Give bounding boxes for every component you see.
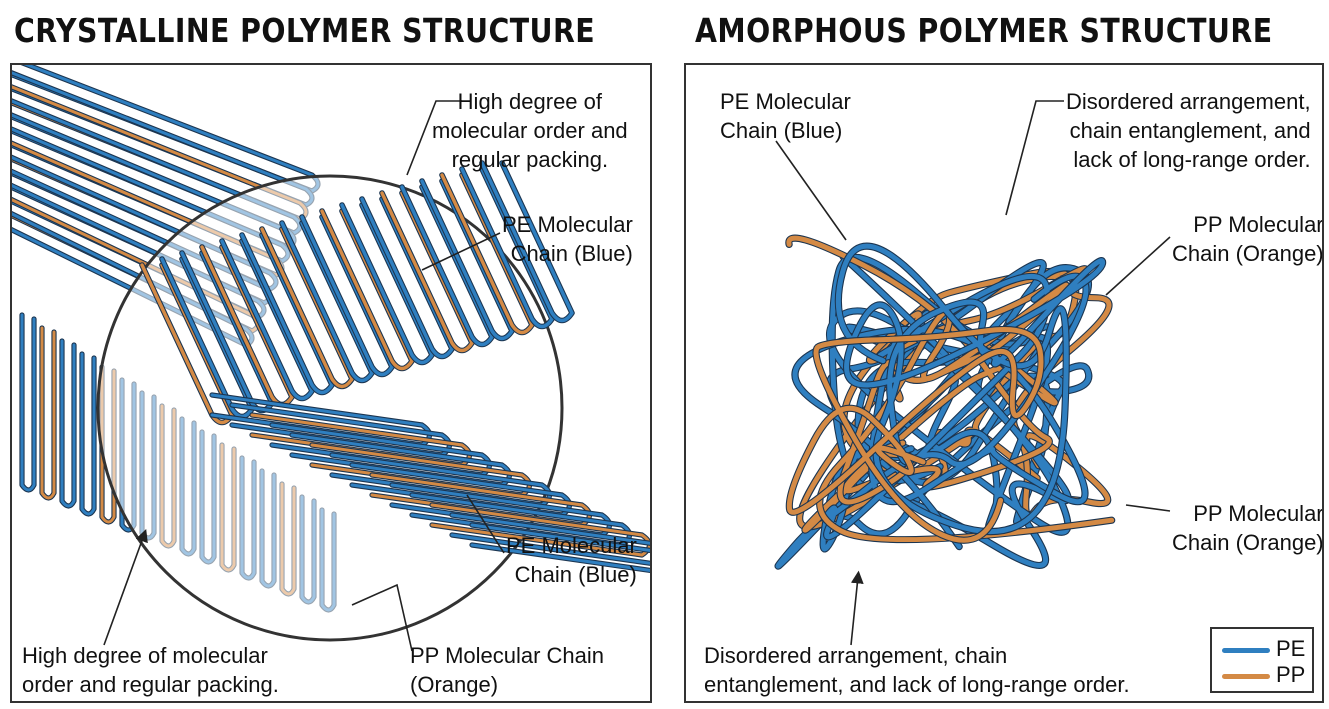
pe-swatch: [1222, 648, 1270, 653]
legend-pp: PP: [1220, 662, 1310, 687]
pp-leader-top: [1105, 236, 1171, 296]
zoomed-upper-chain: [300, 215, 394, 377]
crystalline-illustration: [12, 65, 650, 652]
pe-leader: [775, 140, 847, 241]
pp-leader: [351, 583, 413, 652]
crystalline-title: CRYSTALLINE POLYMER STRUCTURE: [14, 11, 596, 50]
zoomed-upper-chain: [480, 161, 574, 323]
disorder-leader-bottom: [850, 570, 864, 646]
zoomed-upper-chain: [440, 173, 534, 335]
lower-chain-outline: [79, 351, 97, 517]
zoomed-upper-chain: [320, 209, 414, 371]
zoomed-lower-lamella: [209, 392, 650, 574]
amorphous-panel: PE Molecular Chain (Blue) Disordered arr…: [684, 63, 1324, 703]
pe-leader-bottom: [466, 494, 505, 554]
lower-chain: [60, 339, 76, 508]
pe-chain: [835, 243, 1106, 535]
pe-chain-label-bottom: PE Molecular Chain (Blue): [506, 533, 637, 587]
disorder-label-bottom: Disordered arrangement, chain entangleme…: [704, 643, 1130, 697]
crystalline-panel: High degree of molecular order and regul…: [10, 63, 652, 703]
background-chain: [12, 65, 320, 193]
lower-chain: [20, 313, 36, 492]
pp-chain-label: PP Molecular Chain (Orange): [410, 643, 605, 697]
zoomed-upper-chain: [400, 185, 494, 347]
pp-chain: [786, 327, 1044, 543]
order-leader-top: [406, 100, 462, 176]
pp-leader-bottom: [1125, 504, 1171, 512]
zoomed-upper-chain: [360, 197, 454, 359]
zoomed-upper-chain: [340, 203, 434, 365]
lower-chain: [40, 326, 56, 500]
pp-chain-label-top: PP Molecular Chain (Orange): [1172, 212, 1324, 266]
lower-chain: [80, 352, 96, 516]
disorder-label-top: Disordered arrangement, chain entangleme…: [1066, 89, 1311, 172]
zoomed-upper-chain: [460, 167, 554, 329]
pe-chain-label: PE Molecular Chain (Blue): [720, 89, 851, 143]
pe-chain-label-top: PE Molecular Chain (Blue): [502, 212, 633, 266]
lower-chain-outline: [59, 338, 77, 509]
order-label-top: High degree of molecular order and regul…: [432, 89, 628, 172]
pp-swatch: [1222, 674, 1270, 679]
lower-chain-outline: [19, 312, 37, 493]
zoomed-upper-chain: [240, 233, 334, 395]
zoomed-upper-chain: [420, 179, 514, 341]
lower-chain: [100, 365, 116, 524]
zoomed-upper-chain: [260, 227, 354, 389]
pp-chain: [786, 235, 1058, 533]
pp-chain-label-bottom: PP Molecular Chain (Orange): [1172, 501, 1324, 555]
disorder-leader-top: [1005, 100, 1064, 216]
order-leader-bottom: [103, 528, 148, 646]
zoomed-upper-chain: [220, 239, 314, 401]
background-chain-outline: [12, 65, 321, 194]
legend-pe-label: PE: [1276, 636, 1306, 661]
zoomed-upper-chain: [380, 191, 474, 353]
pe-leader-top: [421, 232, 501, 271]
zoomed-upper-chain: [280, 221, 374, 383]
legend-pp-label: PP: [1276, 662, 1306, 687]
amorphous-title: AMORPHOUS POLYMER STRUCTURE: [695, 11, 1273, 50]
lower-chain-outline: [39, 325, 57, 501]
amorphous-illustration: [774, 100, 1171, 646]
legend-pe: PE: [1220, 636, 1310, 661]
order-label-bottom: High degree of molecular order and regul…: [22, 643, 279, 697]
legend: PE PP: [1210, 627, 1314, 693]
